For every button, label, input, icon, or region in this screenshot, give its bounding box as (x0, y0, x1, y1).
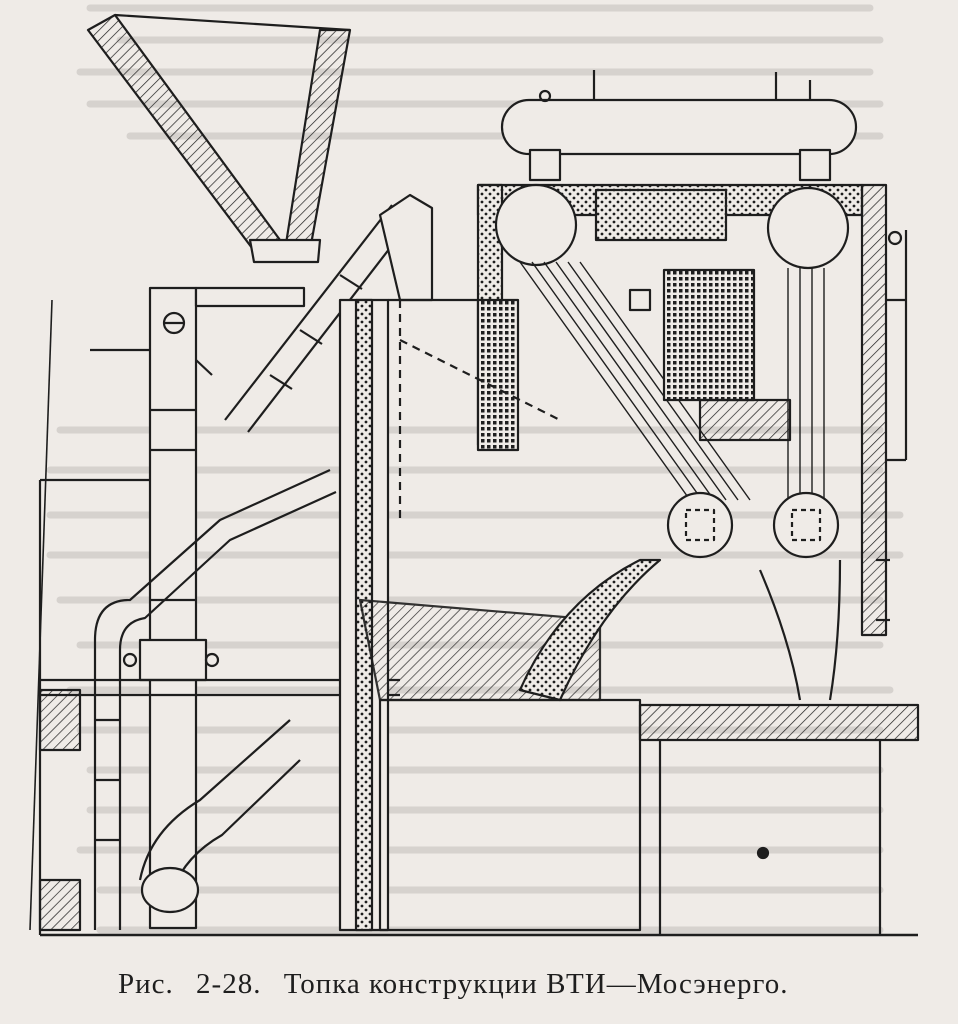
lower-drums (666, 491, 842, 701)
foundation (40, 703, 920, 937)
building-column (29, 299, 400, 935)
upper-drums (494, 183, 850, 270)
caption-prefix: Рис. (118, 968, 174, 1000)
caption-title: Топка конструкции ВТИ—Мосэнерго. (283, 968, 789, 1000)
sloped-coal-pipe (224, 193, 434, 433)
furnace-drawing (29, 13, 920, 937)
superheater (628, 268, 792, 442)
caption-number: 2-28. (196, 968, 262, 1000)
steam-drum (500, 70, 858, 182)
vertical-mill-pipe (122, 286, 306, 930)
right-casing (860, 183, 908, 637)
figure-caption: Рис. 2-28. Топка конструкции ВТИ—Мосэнер… (118, 968, 898, 1001)
separator-pipe (93, 468, 337, 930)
upper-inclined-duct (86, 13, 352, 264)
